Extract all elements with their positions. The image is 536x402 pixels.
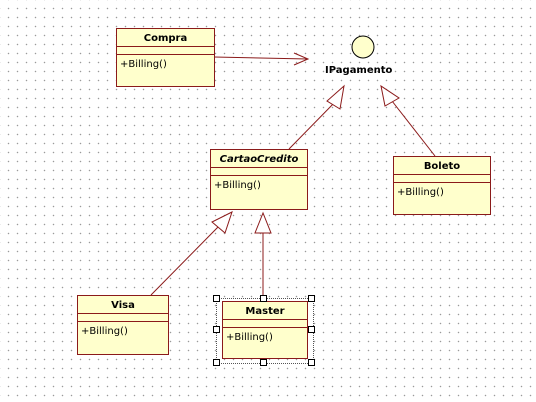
resize-handle-w[interactable] (213, 326, 220, 333)
operation-label: +Billing() (211, 175, 307, 191)
resize-handle-e[interactable] (308, 326, 315, 333)
class-visa[interactable]: Visa +Billing() (77, 295, 169, 355)
class-name: Compra (143, 33, 188, 44)
class-name: Master (245, 306, 285, 317)
interface-circle-icon[interactable] (351, 35, 375, 59)
generalization-visa-cartao[interactable] (150, 211, 233, 296)
attributes-compartment (117, 46, 214, 54)
operation-label: +Billing() (394, 182, 490, 198)
resize-handle-n[interactable] (260, 295, 267, 302)
dependency-compra-ipagamento[interactable] (213, 52, 310, 66)
operation-label: +Billing() (223, 327, 307, 343)
attributes-compartment (78, 313, 168, 321)
attributes-compartment (211, 167, 307, 175)
class-name: Boleto (423, 161, 461, 172)
interface-label[interactable]: IPagamento (325, 65, 393, 76)
resize-handle-sw[interactable] (213, 359, 220, 366)
attributes-compartment (223, 319, 307, 327)
realization-cartao-ipagamento[interactable] (288, 84, 345, 150)
realization-boleto-ipagamento[interactable] (380, 84, 436, 157)
resize-handle-se[interactable] (308, 359, 315, 366)
class-name: Visa (111, 300, 135, 311)
class-compra[interactable]: Compra +Billing() (116, 28, 215, 87)
class-name: CartaoCredito (219, 154, 299, 165)
class-boleto[interactable]: Boleto +Billing() (393, 156, 491, 215)
resize-handle-s[interactable] (260, 359, 267, 366)
operation-label: +Billing() (78, 321, 168, 337)
operation-label: +Billing() (117, 54, 214, 70)
class-master[interactable]: Master +Billing() (222, 301, 308, 359)
resize-handle-ne[interactable] (308, 295, 315, 302)
resize-handle-nw[interactable] (213, 295, 220, 302)
attributes-compartment (394, 174, 490, 182)
generalization-master-cartao[interactable] (254, 211, 272, 298)
class-cartaocredito[interactable]: CartaoCredito +Billing() (210, 149, 308, 210)
